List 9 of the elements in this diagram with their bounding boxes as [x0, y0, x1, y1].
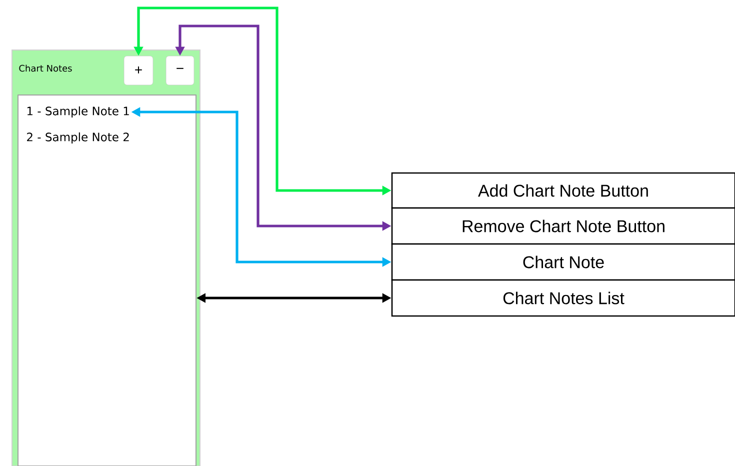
icon-button: +: [124, 56, 154, 86]
label-box: Add Chart Note Button: [391, 172, 735, 209]
list-box: [18, 94, 196, 466]
label-box: Remove Chart Note Button: [391, 207, 735, 245]
list-item: 1 - Sample Note 1: [27, 106, 129, 118]
label-box: Chart Notes List: [391, 279, 735, 317]
label-box: Chart Note: [391, 243, 735, 281]
list-item: 2 - Sample Note 2: [27, 132, 129, 144]
icon-button: −: [166, 56, 194, 86]
